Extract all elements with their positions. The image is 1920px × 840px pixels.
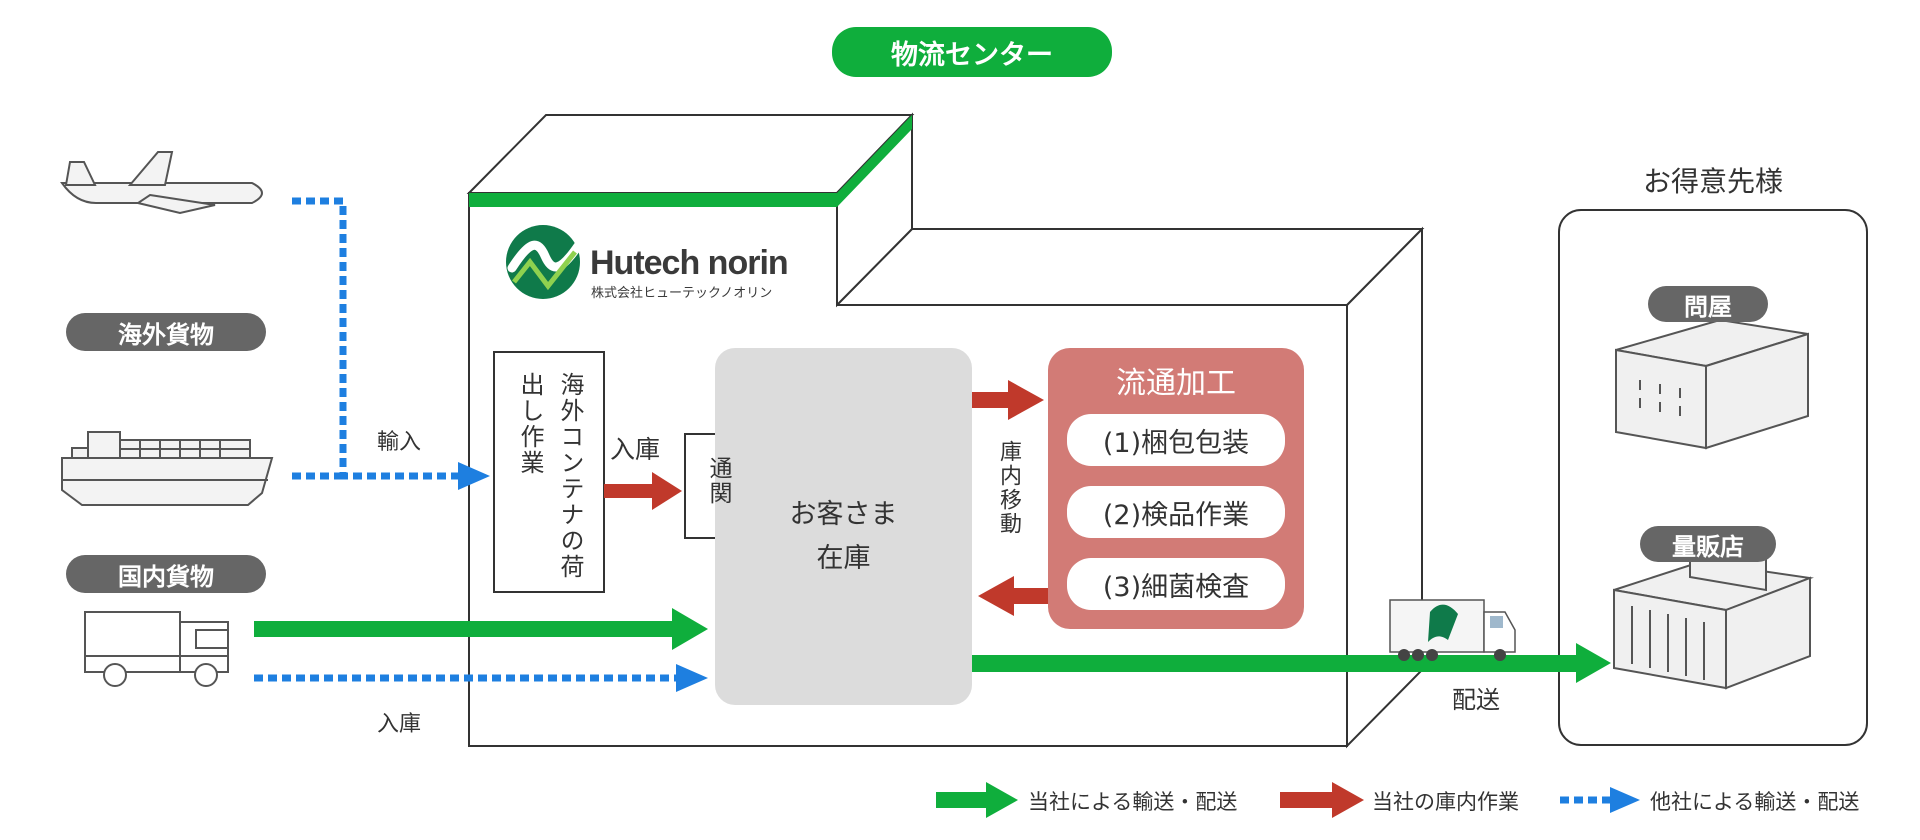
processing-item-packaging: (1)梱包包装 [1067, 414, 1285, 466]
processing-title: 流通加工 [1116, 366, 1236, 401]
airplane-icon [60, 151, 263, 215]
domestic-other-transport-arrowhead [676, 664, 708, 692]
container-work-text: 海外コンテナの荷出し作業 [516, 372, 584, 580]
from-processing-arrow-shaft [1010, 588, 1048, 604]
from-processing-arrowhead [978, 576, 1014, 616]
building-roof-top [466, 114, 915, 194]
customers-title: お得意先様 [1642, 165, 1783, 198]
legend-red-arrowhead [1332, 782, 1364, 818]
wholesaler-badge: 問屋 [1648, 286, 1768, 322]
delivery-truck-icon [1389, 599, 1516, 661]
delivery-arrowhead [1576, 643, 1611, 683]
legend-own-transport: 当社による輸送・配送 [1028, 790, 1238, 814]
domestic-cargo-badge: 国内貨物 [66, 555, 266, 593]
legend-red-shaft [1280, 792, 1336, 808]
page-title: 物流センター [832, 27, 1112, 77]
company-name: Hutech norin [590, 244, 789, 282]
customer-stock-line1: お客さま [789, 499, 898, 530]
processing-item-bacteria-test: (3)細菌検査 [1067, 558, 1285, 610]
warehouse-building-icon [1615, 318, 1809, 450]
import-arrowhead [458, 462, 490, 490]
delivery-arrow-shaft [972, 655, 1578, 672]
legend-blue-arrowhead [1610, 787, 1640, 813]
delivery-label: 配送 [1452, 686, 1500, 714]
domestic-own-transport-shaft [254, 621, 674, 637]
roof-green-band-side [837, 115, 912, 207]
container-work-box [493, 351, 605, 593]
inbound-label: 入庫 [610, 435, 661, 464]
domestic-inbound-label: 入庫 [377, 712, 422, 737]
to-processing-arrow-shaft [972, 392, 1012, 408]
customs-text: 通関 [705, 456, 731, 506]
inbound-arrow-shaft [604, 484, 658, 498]
inbound-arrowhead [652, 472, 682, 510]
other-company-import-route [292, 197, 458, 480]
legend-green-shaft [936, 792, 990, 808]
domestic-own-transport-arrowhead [672, 608, 708, 650]
legend-own-internal: 当社の庫内作業 [1372, 790, 1519, 814]
legend-green-arrowhead [986, 782, 1018, 818]
customer-stock-box [715, 348, 972, 705]
internal-move-text: 庫内移動 [996, 440, 1021, 536]
import-label: 輸入 [377, 430, 422, 455]
building-low-roof [834, 228, 1425, 306]
overseas-cargo-badge: 海外貨物 [66, 313, 266, 351]
cargo-ship-icon [61, 431, 274, 506]
truck-icon [84, 611, 229, 687]
roof-green-band-front [469, 193, 837, 207]
company-name-ja: 株式会社ヒューテックノオリン [591, 286, 773, 301]
mass-retailer-badge: 量販店 [1640, 526, 1776, 562]
hutech-logo-icon [506, 225, 583, 299]
customer-stock-line2: 在庫 [816, 543, 871, 574]
to-processing-arrowhead [1008, 380, 1044, 420]
legend-other-transport: 他社による輸送・配送 [1650, 790, 1860, 814]
processing-item-inspection: (2)検品作業 [1067, 486, 1285, 538]
